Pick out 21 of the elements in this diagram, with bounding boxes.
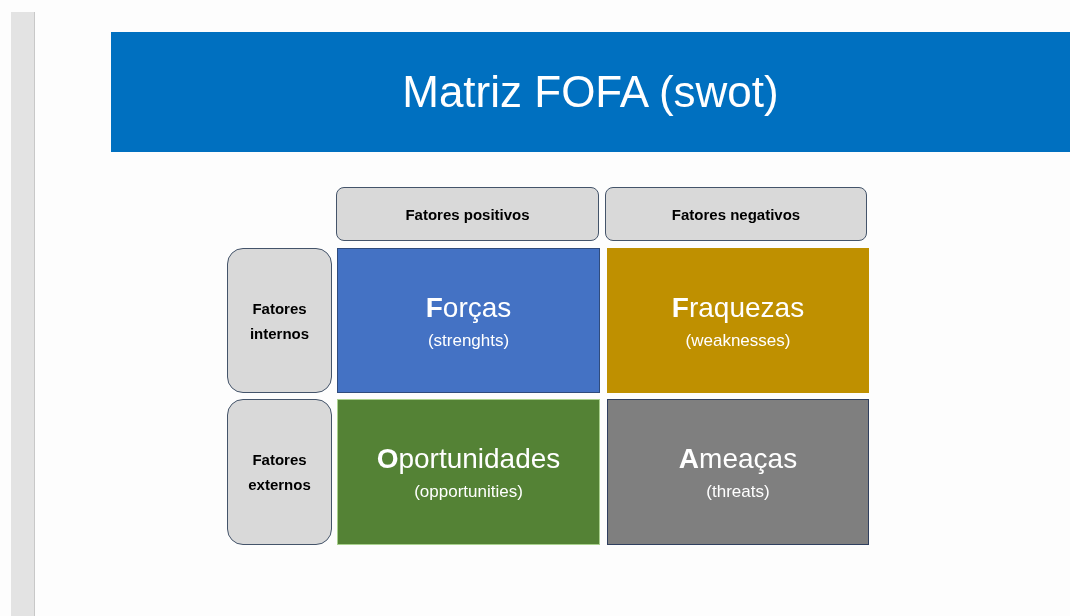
header-box (227, 248, 332, 393)
header-box (227, 399, 332, 545)
header-label: Fatores externos (247, 450, 312, 495)
quadrant-title: Ameaças (678, 442, 798, 476)
quadrant-subtitle: (threats) (706, 481, 770, 503)
header-box (605, 187, 867, 241)
quadrant-title: Forças (425, 290, 512, 325)
quadrant-subtitle: (strenghts) (427, 329, 510, 352)
header-label: Fatores negativos (671, 204, 801, 225)
header-label: Fatores internos (248, 298, 311, 344)
quadrant-title: Oportunidades (376, 442, 561, 476)
title: Matriz FOFA (swot) (402, 66, 779, 118)
quadrant-subtitle: (weaknesses) (685, 329, 791, 352)
header-box (336, 187, 599, 241)
quadrant-subtitle: (opportunities) (414, 481, 523, 503)
quadrant-box (607, 248, 869, 393)
header-label: Fatores positivos (405, 204, 530, 225)
quadrant-box (337, 248, 600, 393)
quadrant-box (607, 399, 869, 545)
quadrant-title: Fraquezas (671, 290, 805, 325)
quadrant-box (337, 399, 600, 545)
